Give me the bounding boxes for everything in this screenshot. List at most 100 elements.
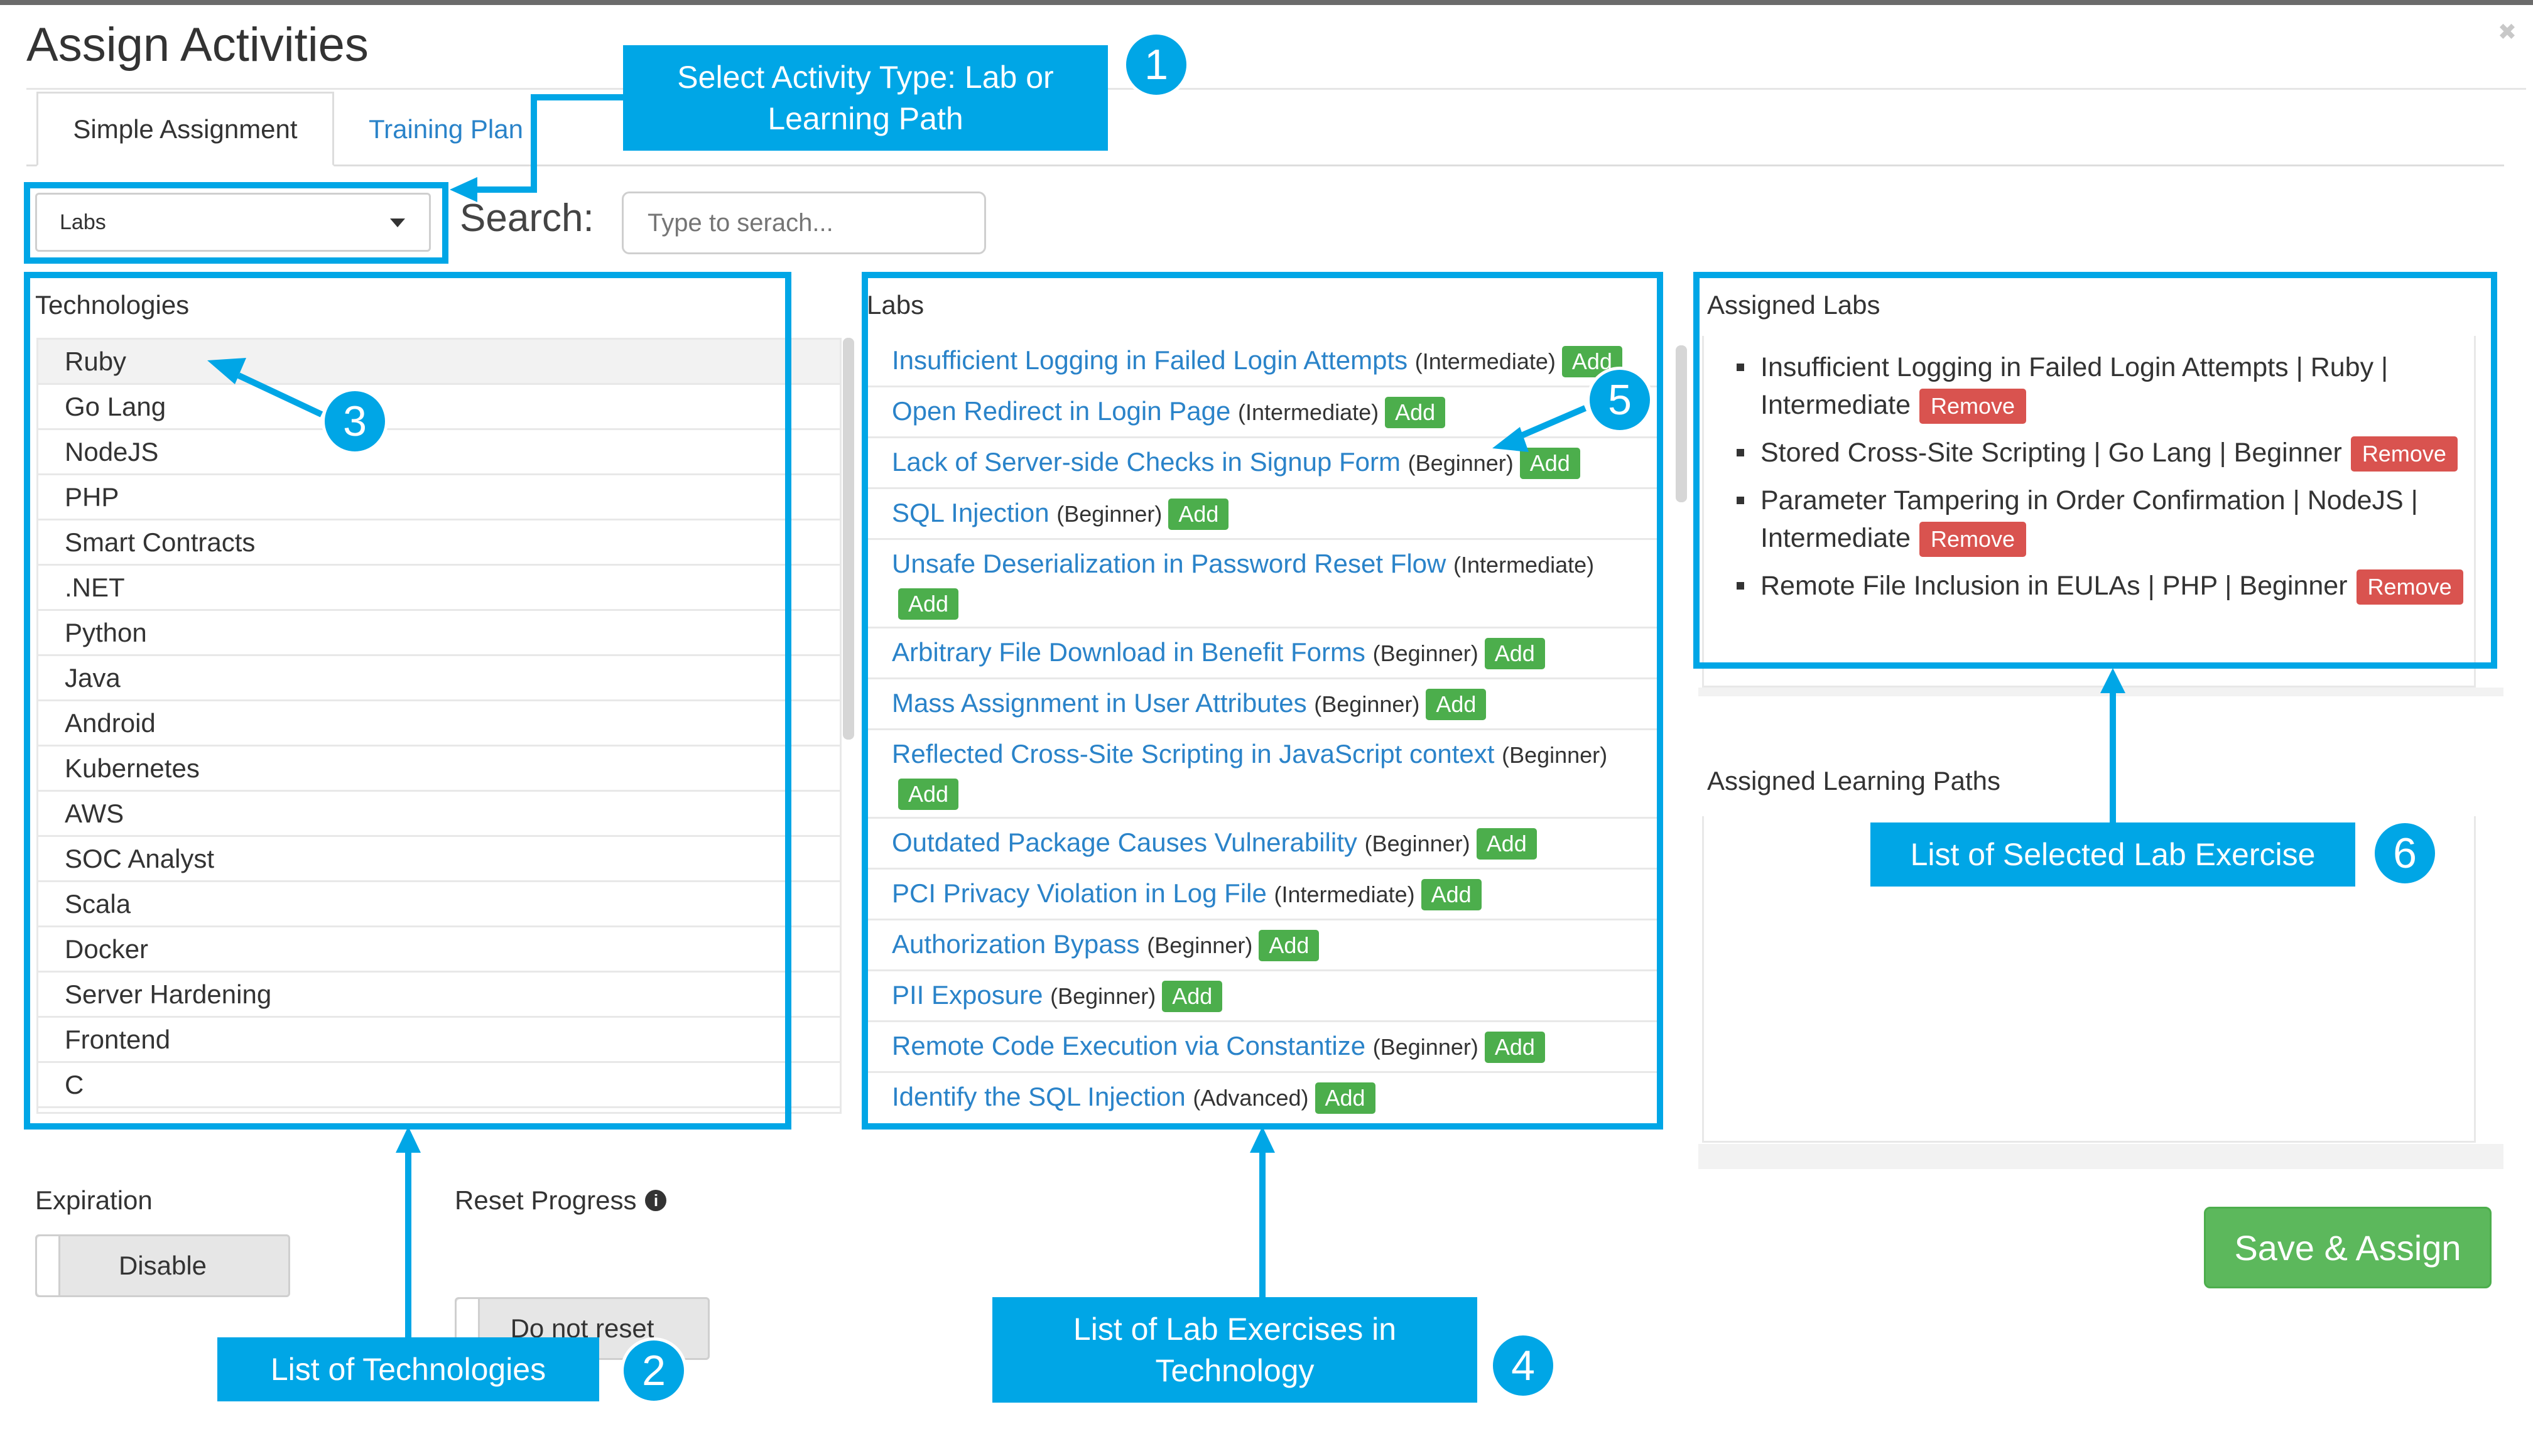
activity-type-select[interactable]: Labs	[35, 193, 431, 252]
reset-progress-label: Reset Progress	[455, 1185, 637, 1215]
close-icon[interactable]: ✖	[2497, 19, 2517, 45]
lab-level: (Beginner)	[1372, 640, 1478, 666]
save-assign-button[interactable]: Save & Assign	[2204, 1207, 2492, 1288]
lab-title-link[interactable]: Identify the SQL Injection	[892, 1082, 1186, 1111]
add-lab-button[interactable]: Add	[1484, 638, 1545, 669]
remove-lab-button[interactable]: Remove	[2350, 436, 2458, 472]
lab-level: (Beginner)	[1314, 691, 1420, 717]
connector-1	[465, 94, 623, 193]
add-lab-button[interactable]: Add	[1168, 499, 1229, 530]
callout-2-label: List of Technologies	[217, 1337, 599, 1401]
technology-item[interactable]: Ruby	[38, 340, 840, 385]
assigned-lab-text-cont: Intermediate	[1760, 523, 1911, 553]
tab-simple-assignment[interactable]: Simple Assignment	[36, 92, 334, 166]
info-icon[interactable]: i	[645, 1190, 667, 1211]
technology-item[interactable]: Docker	[38, 927, 840, 973]
assigned-lab-text: Stored Cross-Site Scripting | Go Lang | …	[1760, 438, 2342, 468]
technology-item[interactable]: C	[38, 1063, 840, 1108]
assigned-lab-item: Parameter Tampering in Order Confirmatio…	[1704, 482, 2474, 557]
lab-title-link[interactable]: Open Redirect in Login Page	[892, 396, 1231, 426]
remove-lab-button[interactable]: Remove	[1919, 389, 2027, 424]
lab-item: Mass Assignment in User Attributes (Begi…	[867, 679, 1659, 730]
labs-heading: Labs	[867, 290, 925, 320]
lab-title-link[interactable]: Unsafe Deserialization in Password Reset…	[892, 549, 1446, 578]
add-lab-button[interactable]: Add	[1162, 981, 1223, 1012]
assigned-lab-text: Insufficient Logging in Failed Login Att…	[1760, 352, 2389, 382]
lab-level: (Intermediate)	[1238, 399, 1379, 425]
assigned-lab-item: Stored Cross-Site Scripting | Go Lang | …	[1704, 434, 2474, 472]
toggle-knob	[37, 1236, 60, 1295]
lab-level: (Advanced)	[1193, 1085, 1309, 1111]
lab-title-link[interactable]: PCI Privacy Violation in Log File	[892, 878, 1267, 908]
technology-item[interactable]: PHP	[38, 475, 840, 520]
arrowhead-2	[396, 1126, 421, 1153]
technology-item[interactable]: Scala	[38, 882, 840, 927]
lab-title-link[interactable]: Arbitrary File Download in Benefit Forms	[892, 637, 1365, 667]
technology-item[interactable]: Go Lang	[38, 385, 840, 430]
technology-item[interactable]: .NET	[38, 566, 840, 611]
technologies-scrollbar[interactable]	[843, 338, 854, 740]
lab-title-link[interactable]: SQL Injection	[892, 498, 1050, 527]
lab-title-link[interactable]: Insufficient Logging in Failed Login Att…	[892, 345, 1408, 375]
lab-title-link[interactable]: Authorization Bypass	[892, 929, 1140, 959]
technology-item[interactable]: NodeJS	[38, 430, 840, 475]
add-lab-button[interactable]: Add	[1426, 689, 1487, 720]
add-lab-button[interactable]: Add	[1484, 1032, 1545, 1063]
lab-title-link[interactable]: PII Exposure	[892, 980, 1043, 1010]
callout-4-number: 4	[1490, 1332, 1556, 1399]
callout-frame-assigned	[1693, 272, 2497, 669]
search-input[interactable]	[622, 191, 986, 254]
lab-level: (Beginner)	[1502, 742, 1608, 768]
expiration-toggle[interactable]: Disable	[35, 1234, 290, 1297]
lab-item: Remote Code Execution via Constantize (B…	[867, 1022, 1659, 1073]
technology-item[interactable]: Android	[38, 701, 840, 747]
technology-item[interactable]: AWS	[38, 792, 840, 837]
expiration-value: Disable	[118, 1251, 207, 1280]
remove-lab-button[interactable]: Remove	[1919, 522, 2027, 557]
add-lab-button[interactable]: Add	[1385, 397, 1446, 428]
add-lab-button[interactable]: Add	[1259, 930, 1320, 961]
lab-title-link[interactable]: Outdated Package Causes Vulnerability	[892, 828, 1357, 857]
technology-item[interactable]: SOC Analyst	[38, 837, 840, 882]
callout-3-number: 3	[322, 388, 388, 455]
lab-level: (Intermediate)	[1274, 882, 1415, 907]
assigned-footer-bar	[1698, 1144, 2503, 1169]
callout-2-number: 2	[621, 1337, 687, 1404]
bullet-icon	[1737, 449, 1744, 456]
labs-scrollbar[interactable]	[1676, 345, 1687, 502]
technology-item[interactable]: Frontend	[38, 1018, 840, 1063]
remove-lab-button[interactable]: Remove	[2356, 569, 2463, 605]
technology-item[interactable]: Server Hardening	[38, 973, 840, 1018]
tab-training-plan[interactable]: Training Plan	[369, 114, 523, 144]
lab-item: Authorization Bypass (Beginner)Add	[867, 920, 1659, 971]
bullet-icon	[1737, 497, 1744, 504]
arrowhead-5	[1492, 427, 1529, 452]
assigned-learning-paths-box	[1702, 816, 2476, 1143]
lab-title-link[interactable]: Lack of Server-side Checks in Signup For…	[892, 447, 1401, 477]
lab-item: Arbitrary File Download in Benefit Forms…	[867, 628, 1659, 679]
arrowhead-3	[207, 358, 246, 384]
add-lab-button[interactable]: Add	[898, 779, 959, 810]
technology-item[interactable]: Java	[38, 656, 840, 701]
technology-item[interactable]: Kubernetes	[38, 747, 840, 792]
arrowhead-1	[450, 177, 477, 202]
add-lab-button[interactable]: Add	[1476, 828, 1537, 860]
modal-title: Assign Activities	[26, 18, 369, 72]
add-lab-button[interactable]: Add	[1315, 1082, 1375, 1114]
technology-item[interactable]: Smart Contracts	[38, 520, 840, 566]
lab-title-link[interactable]: Mass Assignment in User Attributes	[892, 688, 1307, 718]
technology-item[interactable]: Python	[38, 611, 840, 656]
reset-progress-label-row: Reset Progress i	[455, 1185, 667, 1216]
lab-title-link[interactable]: Remote Code Execution via Constantize	[892, 1031, 1366, 1060]
callout-1-label: Select Activity Type: Lab or Learning Pa…	[623, 45, 1108, 151]
add-lab-button[interactable]: Add	[898, 588, 959, 620]
callout-frame-technologies	[24, 272, 791, 1130]
connector-5	[1511, 405, 1587, 443]
lab-title-link[interactable]: Reflected Cross-Site Scripting in JavaSc…	[892, 739, 1495, 768]
lab-item: PCI Privacy Violation in Log File (Inter…	[867, 870, 1659, 920]
add-lab-button[interactable]: Add	[1421, 879, 1482, 910]
add-lab-button[interactable]: Add	[1519, 448, 1580, 479]
connector-3	[237, 372, 323, 418]
